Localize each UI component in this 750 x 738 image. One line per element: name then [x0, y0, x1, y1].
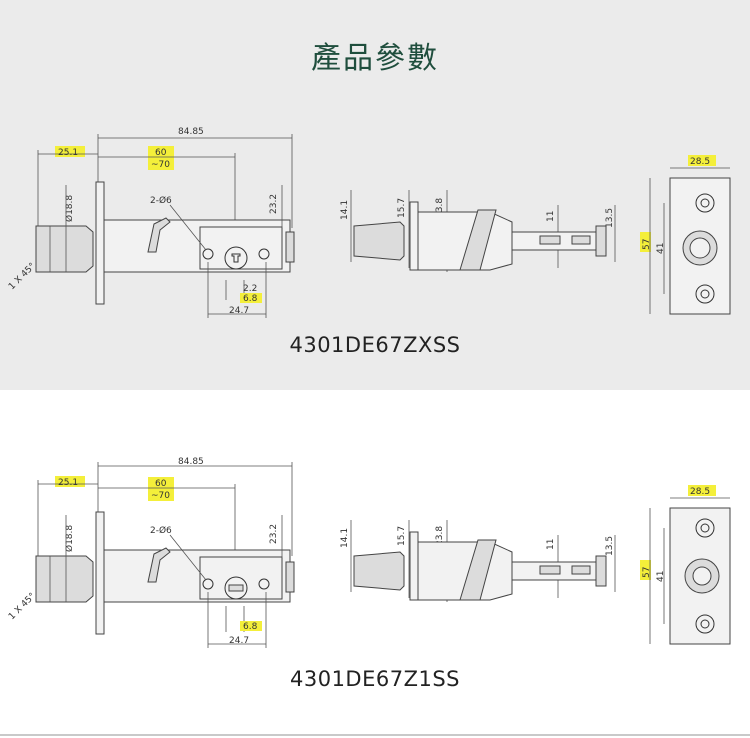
dim-chamfer: 1 X 45° [7, 261, 38, 292]
dim-6-8: 6.8 [243, 294, 258, 304]
dim-23-8: Ø23.8 [434, 526, 445, 553]
dim-highlight [688, 485, 716, 496]
page-title: 產品參數 [311, 41, 439, 76]
dim-backset-from: 25.1 [58, 478, 78, 488]
dim-24-7: 24.7 [229, 636, 249, 646]
drawing-set-1: 84.85 25.1 60 ~70 [7, 127, 731, 318]
dim-2-2: 2.2 [243, 284, 257, 294]
top-view-2: 14.1 15.7 Ø23.8 11 13.5 [340, 520, 616, 602]
dim-15-7: 15.7 [397, 526, 407, 546]
dim-highlight [240, 621, 262, 631]
dim-15-7: 15.7 [397, 198, 407, 218]
dim-23-8: Ø23.8 [434, 198, 445, 225]
dim-backset: 60 [155, 148, 167, 158]
dim-backset-alt: ~70 [151, 491, 170, 501]
dim-14-1: 14.1 [340, 528, 350, 548]
dim-highlight [148, 477, 174, 501]
dim-highlight [148, 146, 174, 170]
dim-backset: 60 [155, 479, 167, 489]
dim-13-5: 13.5 [605, 536, 615, 556]
dim-bolt-dia: Ø18.8 [64, 525, 75, 552]
strike-plate-2: 28.5 57 41 [640, 485, 731, 645]
side-view-1: 84.85 25.1 60 ~70 [7, 127, 295, 318]
dim-plate-width: 28.5 [690, 157, 710, 167]
dim-overall: 84.85 [178, 127, 204, 137]
model-number-1: 4301DE67ZXSS [289, 333, 461, 357]
dim-overall: 84.85 [178, 457, 204, 467]
dim-plate-width: 28.5 [690, 487, 710, 497]
dim-plate-height: 57 [642, 567, 652, 578]
dim-backset-from: 25.1 [58, 148, 78, 158]
dim-chamfer: 1 X 45° [7, 591, 38, 622]
dim-11: 11 [546, 539, 556, 550]
dim-13-5: 13.5 [605, 208, 615, 228]
top-view-1: 14.1 15.7 Ø23.8 11 13.5 [340, 190, 616, 272]
dim-highlight [640, 560, 651, 580]
dim-bolt-dia: Ø18.8 [64, 195, 75, 222]
dim-plate-pitch: 41 [656, 571, 666, 582]
dim-11: 11 [546, 211, 556, 222]
dim-highlight [55, 476, 85, 487]
dim-highlight [240, 293, 262, 303]
dim-plate-height: 57 [642, 239, 652, 250]
top-panel [0, 0, 750, 390]
dim-plate-pitch: 41 [656, 243, 666, 254]
divider [0, 734, 750, 736]
dim-highlight [640, 232, 651, 252]
dim-14-1: 14.1 [340, 200, 350, 220]
dim-highlight [688, 155, 716, 166]
dim-backset-alt: ~70 [151, 160, 170, 170]
dim-height: 23.2 [269, 524, 279, 544]
dim-6-8: 6.8 [243, 622, 258, 632]
dim-highlight [55, 146, 85, 157]
dim-height: 23.2 [269, 194, 279, 214]
drawing-set-2: 84.85 25.1 60 ~70 2-Ø6 Ø18.8 [7, 457, 731, 648]
dim-hole-spec: 2-Ø6 [150, 195, 172, 206]
side-view-2: 84.85 25.1 60 ~70 2-Ø6 Ø18.8 [7, 457, 295, 648]
strike-plate-1: 28.5 57 41 [640, 155, 731, 315]
dim-24-7: 24.7 [229, 306, 249, 316]
model-number-2: 4301DE67Z1SS [289, 667, 460, 691]
dim-hole-spec: 2-Ø6 [150, 525, 172, 536]
